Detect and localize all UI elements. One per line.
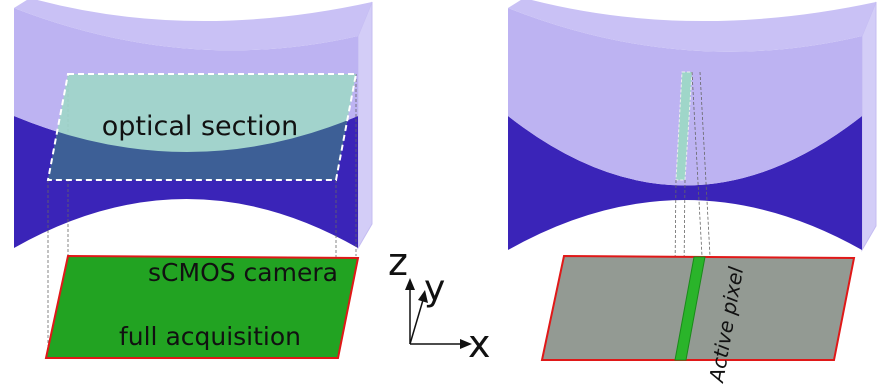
right-panel: Active pixel bbox=[508, 0, 877, 386]
line-illumination-strip bbox=[675, 71, 693, 181]
y-axis-line bbox=[409, 299, 424, 345]
z-axis-arrowhead bbox=[405, 278, 415, 290]
left-beam-side-face bbox=[357, 1, 373, 250]
right-beam-side-face bbox=[861, 1, 877, 252]
camera-title-label: sCMOS camera bbox=[148, 258, 338, 287]
camera-sensor-gray bbox=[540, 254, 856, 361]
active-pixel-strip bbox=[674, 256, 706, 361]
optical-section-outline bbox=[46, 73, 358, 181]
optical-section-label: optical section bbox=[102, 111, 298, 142]
x-axis-label: x bbox=[468, 322, 491, 366]
optical-section-overlap bbox=[48, 116, 356, 180]
projection-line bbox=[691, 71, 703, 257]
z-axis-label: z bbox=[388, 240, 408, 284]
right-beam-dark-region bbox=[508, 116, 862, 250]
camera-sensor-full bbox=[44, 254, 360, 359]
y-axis-label: y bbox=[424, 268, 445, 309]
projection-line bbox=[699, 71, 711, 257]
x-axis-arrowhead bbox=[460, 339, 472, 349]
left-beam-top-face bbox=[14, 0, 372, 51]
coordinate-axes: z y x bbox=[388, 240, 491, 366]
y-axis-arrowhead bbox=[418, 290, 428, 303]
left-panel: optical section sCMOS camera full acquis… bbox=[14, 0, 373, 359]
acquisition-label: full acquisition bbox=[119, 322, 301, 351]
right-beam-top-face bbox=[508, 0, 876, 52]
